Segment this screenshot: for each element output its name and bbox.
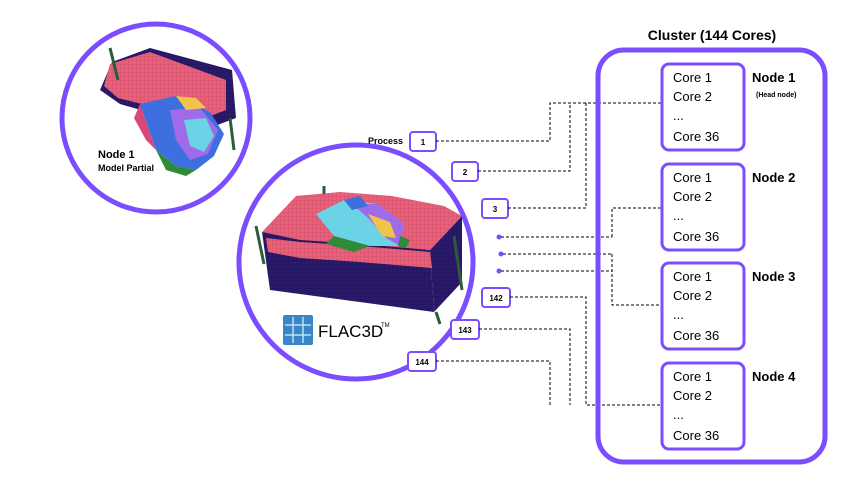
node-1-sublabel: (Head node) bbox=[756, 92, 796, 99]
full-model-circle: FLAC3D TM bbox=[236, 142, 476, 382]
node-2-core-b: Core 2 bbox=[673, 189, 712, 204]
svg-text:2: 2 bbox=[463, 168, 468, 177]
node-1-label: Node 1 bbox=[752, 70, 795, 85]
process-box-144: 144 bbox=[407, 351, 437, 372]
svg-text:1: 1 bbox=[421, 138, 426, 147]
flac3d-logo: FLAC3D TM bbox=[283, 315, 390, 345]
node-2-core-dots: ... bbox=[673, 208, 684, 223]
node-2-core-c: Core 36 bbox=[673, 229, 719, 244]
connector-lines bbox=[436, 102, 662, 406]
model-partial-circle: Node 1 Model Partial bbox=[59, 21, 253, 215]
process-box-3: 3 bbox=[481, 198, 509, 219]
process-box-142: 142 bbox=[481, 287, 511, 308]
node-2: Core 1 Core 2 ... Core 36 Node 2 bbox=[660, 162, 795, 252]
node-4-label: Node 4 bbox=[752, 369, 796, 384]
svg-text:142: 142 bbox=[489, 294, 503, 303]
process-box-143: 143 bbox=[450, 319, 480, 340]
process-ellipsis-dots bbox=[496, 234, 612, 274]
node-3: Core 1 Core 2 ... Core 36 Node 3 bbox=[660, 261, 795, 351]
process-label: Process bbox=[368, 136, 403, 146]
partial-model-mesh bbox=[100, 47, 236, 176]
cluster-title: Cluster (144 Cores) bbox=[648, 27, 776, 43]
svg-text:144: 144 bbox=[415, 358, 429, 367]
process-box-1: 1 bbox=[409, 131, 437, 152]
node-3-core-dots: ... bbox=[673, 307, 684, 322]
cluster: Cluster (144 Cores) Core 1 Core 2 ... Co… bbox=[595, 27, 828, 465]
node-1-core-a: Core 1 bbox=[673, 70, 712, 85]
node-2-label: Node 2 bbox=[752, 170, 795, 185]
node-4-core-a: Core 1 bbox=[673, 369, 712, 384]
node-3-core-a: Core 1 bbox=[673, 269, 712, 284]
partial-caption: Model Partial bbox=[98, 163, 154, 173]
flac3d-cube-icon bbox=[283, 315, 313, 345]
svg-text:143: 143 bbox=[458, 326, 472, 335]
node-4-core-dots: ... bbox=[673, 407, 684, 422]
software-name: FLAC3D bbox=[318, 322, 383, 341]
node-3-core-c: Core 36 bbox=[673, 328, 719, 343]
svg-text:3: 3 bbox=[493, 205, 498, 214]
node-4-core-b: Core 2 bbox=[673, 388, 712, 403]
node-4: Core 1 Core 2 ... Core 36 Node 4 bbox=[660, 361, 796, 451]
full-model-mesh bbox=[254, 186, 464, 325]
process-box-2: 2 bbox=[451, 161, 479, 182]
node-3-core-b: Core 2 bbox=[673, 288, 712, 303]
node-1-core-dots: ... bbox=[673, 108, 684, 123]
partial-node-label: Node 1 bbox=[98, 149, 135, 161]
node-4-core-c: Core 36 bbox=[673, 428, 719, 443]
node-1-core-c: Core 36 bbox=[673, 129, 719, 144]
cluster-frame bbox=[595, 47, 828, 465]
node-1: Core 1 Core 2 ... Core 36 Node 1 (Head n… bbox=[660, 62, 796, 152]
software-trademark: TM bbox=[381, 323, 390, 329]
node-3-label: Node 3 bbox=[752, 269, 795, 284]
node-2-core-a: Core 1 bbox=[673, 170, 712, 185]
node-1-core-b: Core 2 bbox=[673, 89, 712, 104]
